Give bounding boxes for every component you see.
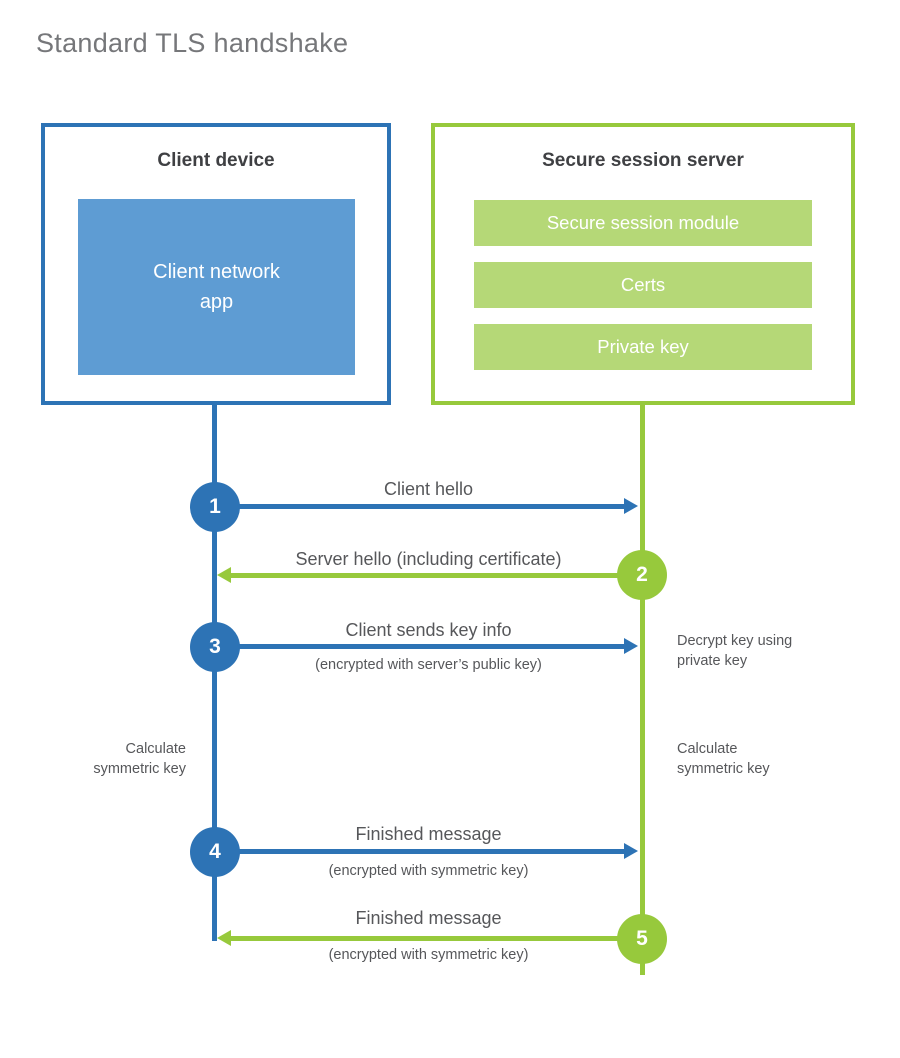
step4-circle: 4 xyxy=(190,827,240,877)
step5-label: Finished message xyxy=(355,908,502,928)
step1-label: Client hello xyxy=(383,479,474,499)
step1-arrowhead-icon xyxy=(624,498,638,514)
step5-arrowhead-icon xyxy=(217,930,231,946)
step3-arrow-right xyxy=(215,638,638,654)
secure-session-server-box: Secure session server Secure session mod… xyxy=(431,123,855,405)
step1-arrow-right xyxy=(215,498,638,514)
step3-sublabel: (encrypted with server’s public key) xyxy=(315,657,542,673)
step5-arrow-shaft xyxy=(229,936,642,941)
server-module-certs: Certs xyxy=(474,262,812,308)
step3-arrow-shaft xyxy=(215,644,626,649)
note-decrypt-key: Decrypt key using private key xyxy=(677,633,793,670)
step3-arrowhead-icon xyxy=(624,638,638,654)
step2-label: Server hello (including certificate) xyxy=(295,549,562,569)
step1-circle: 1 xyxy=(190,482,240,532)
server-module-private-key: Private key xyxy=(474,324,812,370)
step2-arrow-shaft xyxy=(229,573,642,578)
client-lifeline xyxy=(212,405,217,941)
step2-circle: 2 xyxy=(617,550,667,600)
step2-arrowhead-icon xyxy=(217,567,231,583)
step1-arrow-shaft xyxy=(215,504,626,509)
server-module-secure-session: Secure session module xyxy=(474,200,812,246)
step5-sublabel: (encrypted with symmetric key) xyxy=(328,947,529,963)
diagram-title: Standard TLS handshake xyxy=(36,28,349,58)
step4-label: Finished message xyxy=(355,824,502,844)
client-device-title: Client device xyxy=(157,150,275,171)
secure-session-server-title: Secure session server xyxy=(542,150,744,171)
step4-arrowhead-icon xyxy=(624,843,638,859)
step3-label: Client sends key info xyxy=(345,620,512,640)
step3-circle: 3 xyxy=(190,622,240,672)
step4-arrow-shaft xyxy=(215,849,626,854)
step4-arrow-right xyxy=(215,843,638,859)
step4-sublabel: (encrypted with symmetric key) xyxy=(328,863,529,879)
step5-arrow-left xyxy=(217,930,642,946)
client-device-box: Client device Client network app xyxy=(41,123,391,405)
note-calculate-symmetric-key-client: Calculate symmetric key xyxy=(93,741,186,778)
step2-arrow-left xyxy=(217,567,642,583)
note-calculate-symmetric-key-server: Calculate symmetric key xyxy=(677,741,770,778)
client-network-app-box: Client network app xyxy=(78,199,355,375)
server-lifeline xyxy=(640,405,645,975)
step5-circle: 5 xyxy=(617,914,667,964)
